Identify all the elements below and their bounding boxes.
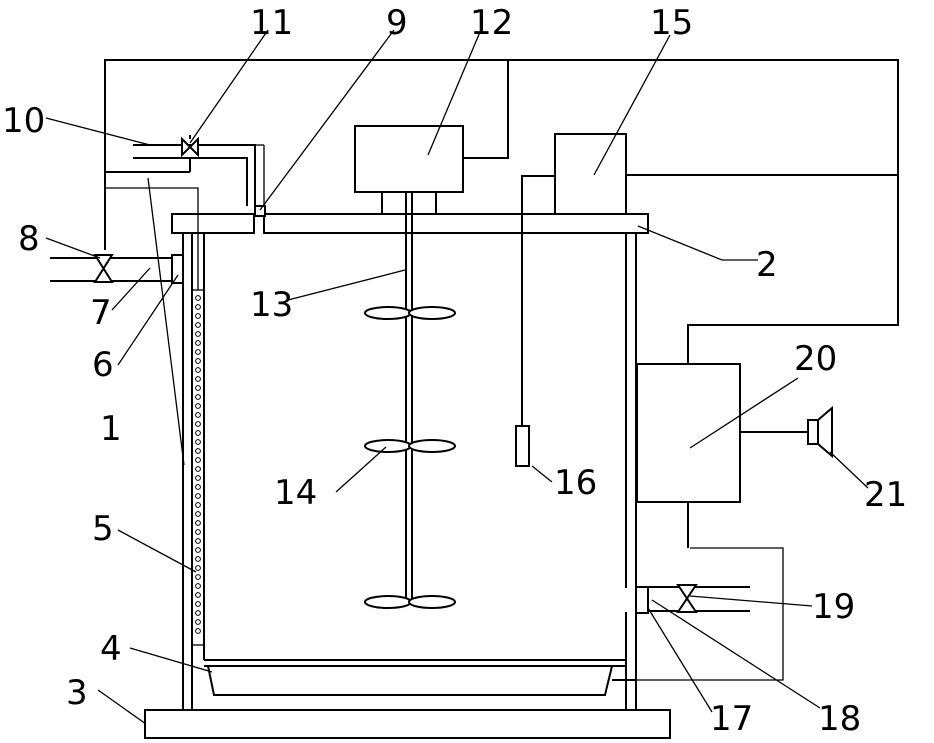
impeller-blade xyxy=(364,595,412,609)
valve-11 xyxy=(181,135,199,158)
valve-8 xyxy=(93,254,114,283)
heating-dot xyxy=(195,610,201,616)
controller xyxy=(636,363,808,548)
impeller-blade xyxy=(364,439,412,453)
part-labels: 1 2 3 4 5 6 7 8 9 10 11 12 13 14 15 16 1… xyxy=(2,3,907,739)
heating-dot xyxy=(195,493,201,499)
heating-dot xyxy=(195,556,201,562)
label-16: 16 xyxy=(554,463,597,503)
heating-dot xyxy=(195,466,201,472)
heating-dot xyxy=(195,475,201,481)
heating-strip xyxy=(191,289,205,646)
heating-dot xyxy=(195,592,201,598)
sensor-probe xyxy=(515,425,530,467)
heating-dot xyxy=(195,421,201,427)
discharge-pipe xyxy=(50,254,184,284)
label-8: 8 xyxy=(18,219,40,259)
leader-lines xyxy=(45,29,869,725)
heating-dot xyxy=(195,394,201,400)
heating-dot xyxy=(195,502,201,508)
label-12: 12 xyxy=(470,3,513,43)
heating-dot xyxy=(195,457,201,463)
feed-pipe xyxy=(105,144,265,206)
sensor-unit xyxy=(521,133,627,426)
heating-dot xyxy=(195,601,201,607)
bottom-tray xyxy=(204,659,636,696)
heating-dot xyxy=(195,547,201,553)
impeller-blade xyxy=(364,306,412,320)
heating-dot xyxy=(195,376,201,382)
heating-dot xyxy=(195,367,201,373)
heating-dot xyxy=(195,448,201,454)
control-wiring xyxy=(104,59,899,364)
stirring-shaft xyxy=(405,192,413,605)
heating-dot xyxy=(195,565,201,571)
impeller-blade xyxy=(408,439,456,453)
label-17: 17 xyxy=(710,699,753,739)
heating-dot xyxy=(195,484,201,490)
heating-dot xyxy=(195,313,201,319)
heating-dot xyxy=(195,322,201,328)
label-11: 11 xyxy=(250,3,293,43)
label-21: 21 xyxy=(864,475,907,515)
label-3: 3 xyxy=(66,673,88,713)
heating-dot xyxy=(195,529,201,535)
label-5: 5 xyxy=(92,509,114,549)
heating-dot xyxy=(195,511,201,517)
label-15: 15 xyxy=(650,3,693,43)
heating-dot xyxy=(195,358,201,364)
outlet-pipe xyxy=(612,547,784,681)
heating-dot xyxy=(195,439,201,445)
label-20: 20 xyxy=(794,339,837,379)
impeller-blade xyxy=(408,306,456,320)
heating-dot xyxy=(195,340,201,346)
heating-dot xyxy=(195,385,201,391)
heating-dot xyxy=(195,538,201,544)
inlet-nozzle xyxy=(254,205,266,217)
heating-dot xyxy=(195,331,201,337)
tank-lid xyxy=(171,213,649,234)
label-13: 13 xyxy=(250,285,293,325)
heating-dot xyxy=(195,412,201,418)
valve-19 xyxy=(676,584,698,613)
label-9: 9 xyxy=(386,3,408,43)
impellers xyxy=(364,306,456,609)
label-19: 19 xyxy=(812,587,855,627)
heating-dot xyxy=(195,304,201,310)
heating-dot xyxy=(195,583,201,589)
heating-dot xyxy=(195,574,201,580)
heating-dot xyxy=(195,403,201,409)
heating-dot xyxy=(195,619,201,625)
heating-dot xyxy=(195,628,201,634)
label-14: 14 xyxy=(274,473,317,513)
heating-dot xyxy=(195,295,201,301)
impeller-blade xyxy=(408,595,456,609)
label-2: 2 xyxy=(756,245,778,285)
label-1: 1 xyxy=(100,409,122,449)
alarm-speaker xyxy=(807,405,833,459)
label-18: 18 xyxy=(818,699,861,739)
base-plate xyxy=(144,709,671,739)
heating-dot xyxy=(195,430,201,436)
motor xyxy=(354,125,464,215)
label-10: 10 xyxy=(2,101,45,141)
heating-dot xyxy=(195,349,201,355)
label-4: 4 xyxy=(100,629,122,669)
heating-dot xyxy=(195,520,201,526)
label-6: 6 xyxy=(92,345,114,385)
label-7: 7 xyxy=(90,293,112,333)
